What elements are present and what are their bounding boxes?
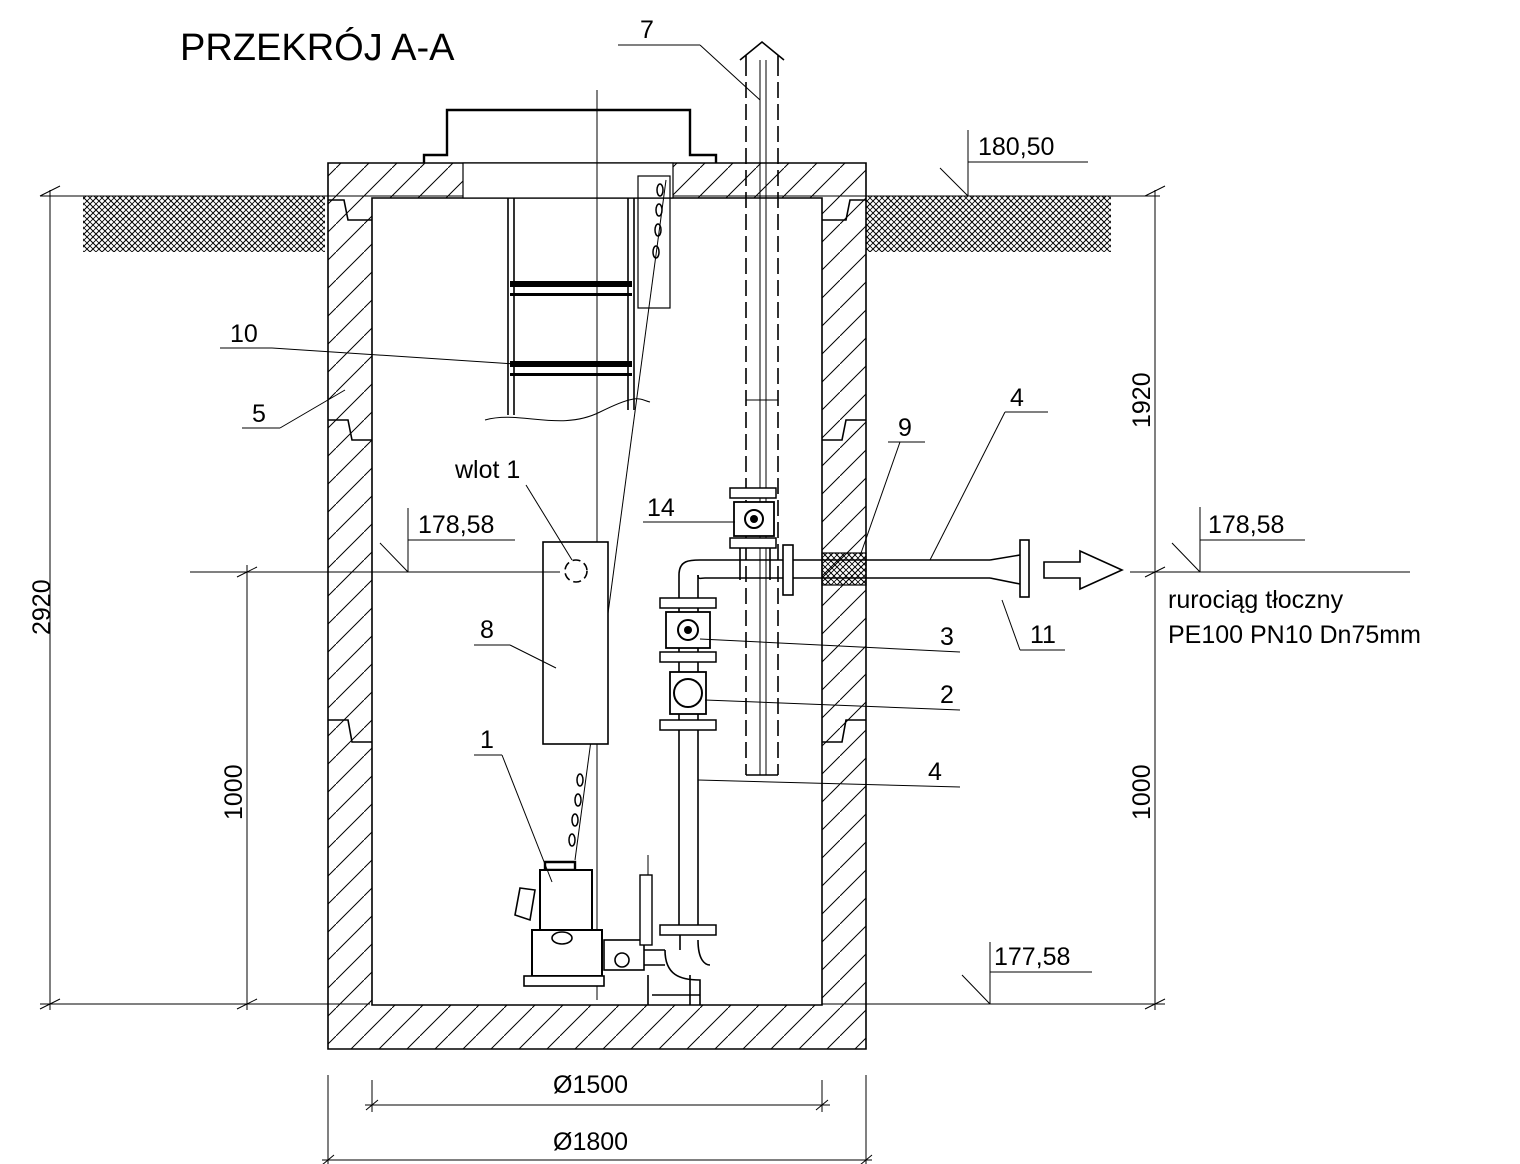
label-3: 3 xyxy=(940,623,954,651)
elevation-inlet: 178,58 xyxy=(418,511,494,539)
elevation-markers xyxy=(190,130,1410,1005)
flow-arrow xyxy=(1043,549,1124,591)
ring-joints xyxy=(328,199,866,743)
horizontal-dimensions xyxy=(322,1075,873,1164)
pipe-flanges xyxy=(659,597,717,936)
vent-valve xyxy=(729,487,777,580)
submersible-pump xyxy=(514,855,700,1005)
label-4-bottom: 4 xyxy=(928,758,942,786)
label-5: 5 xyxy=(252,400,266,428)
dim-upper-height: 1920 xyxy=(1128,372,1156,428)
dim-lower-right: 1000 xyxy=(1128,764,1156,820)
label-10: 10 xyxy=(230,320,258,348)
dim-inner-diameter: Ø1500 xyxy=(553,1071,628,1099)
check-valve xyxy=(669,671,707,715)
chamber-outer-outline xyxy=(327,162,867,1050)
chamber-concrete xyxy=(328,163,866,1049)
access-opening xyxy=(462,162,674,199)
label-11: 11 xyxy=(1030,621,1056,649)
label-9: 9 xyxy=(898,414,912,442)
wall-passage xyxy=(782,539,1030,598)
label-4-top: 4 xyxy=(1010,384,1024,412)
lifting-chain xyxy=(568,175,671,861)
elevation-bottom: 177,58 xyxy=(994,943,1070,971)
pipeline-note-line1: rurociąg tłoczny xyxy=(1168,586,1344,614)
hatch-frame xyxy=(422,108,718,163)
gate-valve xyxy=(665,611,711,649)
dim-lower-left: 1000 xyxy=(220,764,248,820)
label-7: 7 xyxy=(640,16,654,44)
control-box xyxy=(542,541,609,745)
elevation-outlet: 178,58 xyxy=(1208,511,1284,539)
dim-outer-diameter: Ø1800 xyxy=(553,1128,628,1156)
leaders xyxy=(220,44,1065,883)
label-inlet: wlot 1 xyxy=(454,456,520,484)
label-8: 8 xyxy=(480,616,494,644)
pipeline-note-line2: PE100 PN10 Dn75mm xyxy=(1168,621,1421,649)
label-1: 1 xyxy=(480,726,494,754)
drawing-title: PRZEKRÓJ A-A xyxy=(180,26,455,69)
dim-total-height: 2920 xyxy=(28,579,56,635)
elevation-terrain: 180,50 xyxy=(978,133,1054,161)
inlet-marker xyxy=(564,559,588,583)
vent-pipe xyxy=(739,40,785,776)
soil-right xyxy=(866,196,1111,252)
vertical-dimensions xyxy=(39,185,1166,1010)
label-2: 2 xyxy=(940,681,954,709)
label-14: 14 xyxy=(647,494,675,522)
soil-left xyxy=(83,196,325,252)
ladder xyxy=(484,198,651,422)
